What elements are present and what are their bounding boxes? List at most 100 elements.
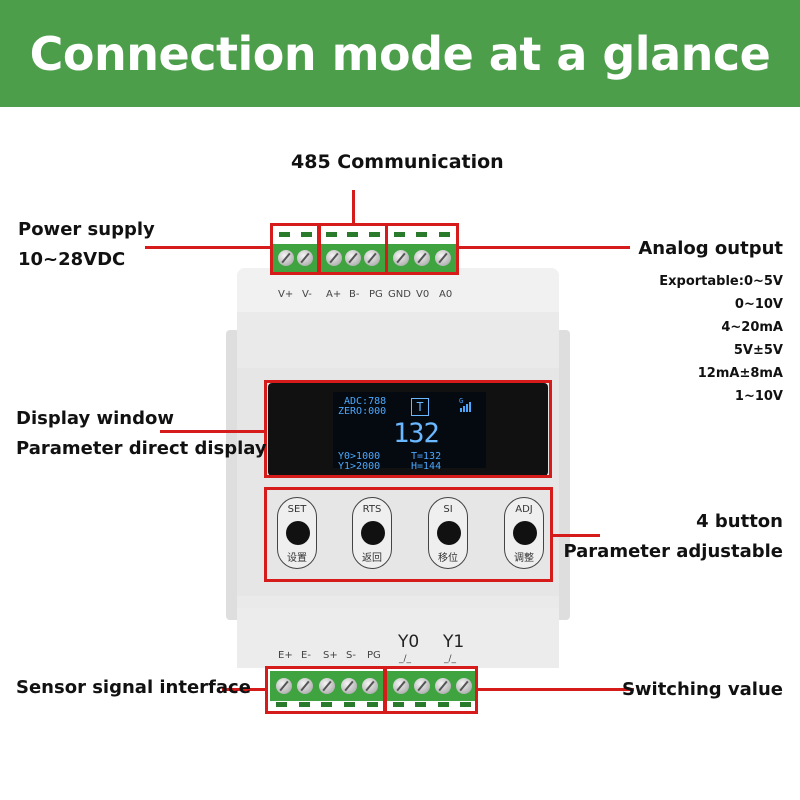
button-knob [286,521,310,545]
screw-icon [297,250,314,266]
terminal-label-v-minus: V- [302,289,312,300]
analog-spec-item: 5V±5V [733,343,783,358]
analog-spec-item: 4~20mA [721,320,783,335]
terminal-label-e-minus: E- [301,650,311,661]
screw-icon [455,678,472,694]
comm-label: 485 Communication [291,151,504,173]
set-button-sub-label: 设置 [287,553,307,564]
si-button[interactable]: SI 移位 [428,497,468,569]
switch-terminal-slots [387,702,477,707]
oled-y0: Y0>1000 [338,451,381,462]
buttons-leader-line [552,534,600,537]
screw-icon [392,678,409,694]
screw-icon [434,250,451,266]
comm-leader-line [352,190,355,224]
rts-button-label: RTS [362,504,382,515]
screw-icon [434,678,451,694]
button-knob [361,521,385,545]
sensor-highlight-box [265,666,386,714]
adj-button-sub-label: 调整 [514,553,534,564]
terminal-label-a0: A0 [439,289,453,300]
analog-spec-item: 12mA±8mA [697,366,783,381]
switch-leader-line [478,688,634,691]
power-label: Power supply [18,219,155,240]
terminal-label-v0: V0 [416,289,430,300]
title-banner: Connection mode at a glance [0,0,800,107]
device-top [237,268,559,312]
terminal-label-a-plus: A+ [326,289,342,300]
set-button[interactable]: SET 设置 [277,497,317,569]
analog-terminal-block[interactable] [388,244,456,272]
screw-icon [393,250,410,266]
adj-button[interactable]: ADJ 调整 [504,497,544,569]
display-label: Display window [16,408,174,429]
analog-spec-item: Exportable:0~5V [659,274,783,289]
analog-spec-item: 1~10V [734,389,783,404]
screw-icon [364,250,381,266]
sensor-terminal-block[interactable] [270,671,384,701]
set-button-label: SET [287,504,307,515]
oled-main-value: 132 [393,418,440,449]
terminal-label-s-plus: S+ [323,650,338,661]
power-terminal-block[interactable] [273,244,318,272]
device-side-right [556,330,570,620]
screw-icon [297,678,314,694]
y1-label: Y1 [443,632,465,652]
buttons-label: 4 button [696,511,783,532]
screw-icon [318,678,335,694]
switching-label: Switching value [621,679,783,700]
rs485-terminal-slots [321,232,385,237]
analog-leader-line [458,246,630,249]
screw-icon [413,678,430,694]
rts-button[interactable]: RTS 返回 [352,497,392,569]
si-button-sub-label: 移位 [438,553,458,564]
sensor-label: Sensor signal interface [16,677,251,698]
device-bottom [237,608,559,668]
screw-icon [277,250,294,266]
screw-icon [362,678,379,694]
switch-symbol-y0: _/_ [399,654,412,664]
power-leader-line [145,246,271,249]
rs485-terminal-block[interactable] [321,244,385,272]
switch-terminal-block[interactable] [387,671,477,701]
screw-icon [340,678,357,694]
switch-symbol-y1: _/_ [444,654,457,664]
screw-icon [344,250,361,266]
button-knob [437,521,461,545]
terminal-label-s-minus: S- [346,650,356,661]
power-terminal-slots [273,232,318,237]
oled-zero: ZERO:000 [338,406,387,417]
analog-highlight-box [385,223,459,275]
button-knob [513,521,537,545]
terminal-label-pg: PG [369,289,383,300]
buttons-highlight-box [264,487,553,582]
terminal-label-pg-bottom: PG [367,650,381,661]
analog-spec-list: Exportable:0~5V 0~10V 4~20mA 5V±5V 12mA±… [659,270,783,408]
screw-icon [325,250,342,266]
terminal-label-b-minus: B- [349,289,360,300]
display-leader-line [160,430,265,433]
rs485-highlight-box [318,223,388,275]
adj-button-label: ADJ [515,504,533,515]
power-highlight-box [270,223,320,275]
terminal-label-gnd: GND [388,289,411,300]
sensor-terminal-slots [270,702,384,707]
oled-h-value: H=144 [411,461,442,472]
display-desc-label: Parameter direct display [16,438,267,459]
page-title: Connection mode at a glance [29,26,771,81]
y0-label: Y0 [398,632,420,652]
display-highlight-box [264,380,552,478]
oled-adc: ADC:788 [344,396,387,407]
terminal-label-e-plus: E+ [278,650,293,661]
si-button-label: SI [443,504,453,515]
power-range-label: 10~28VDC [18,249,126,270]
analog-label: Analog output [638,238,783,259]
oled-t-value: T=132 [411,451,442,462]
analog-terminal-slots [388,232,456,237]
signal-icon [460,402,471,412]
analog-spec-item: 0~10V [734,297,783,312]
screw-icon [275,678,292,694]
oled-y1: Y1>2000 [338,461,381,472]
oled-screen [333,392,486,468]
screw-icon [413,250,430,266]
